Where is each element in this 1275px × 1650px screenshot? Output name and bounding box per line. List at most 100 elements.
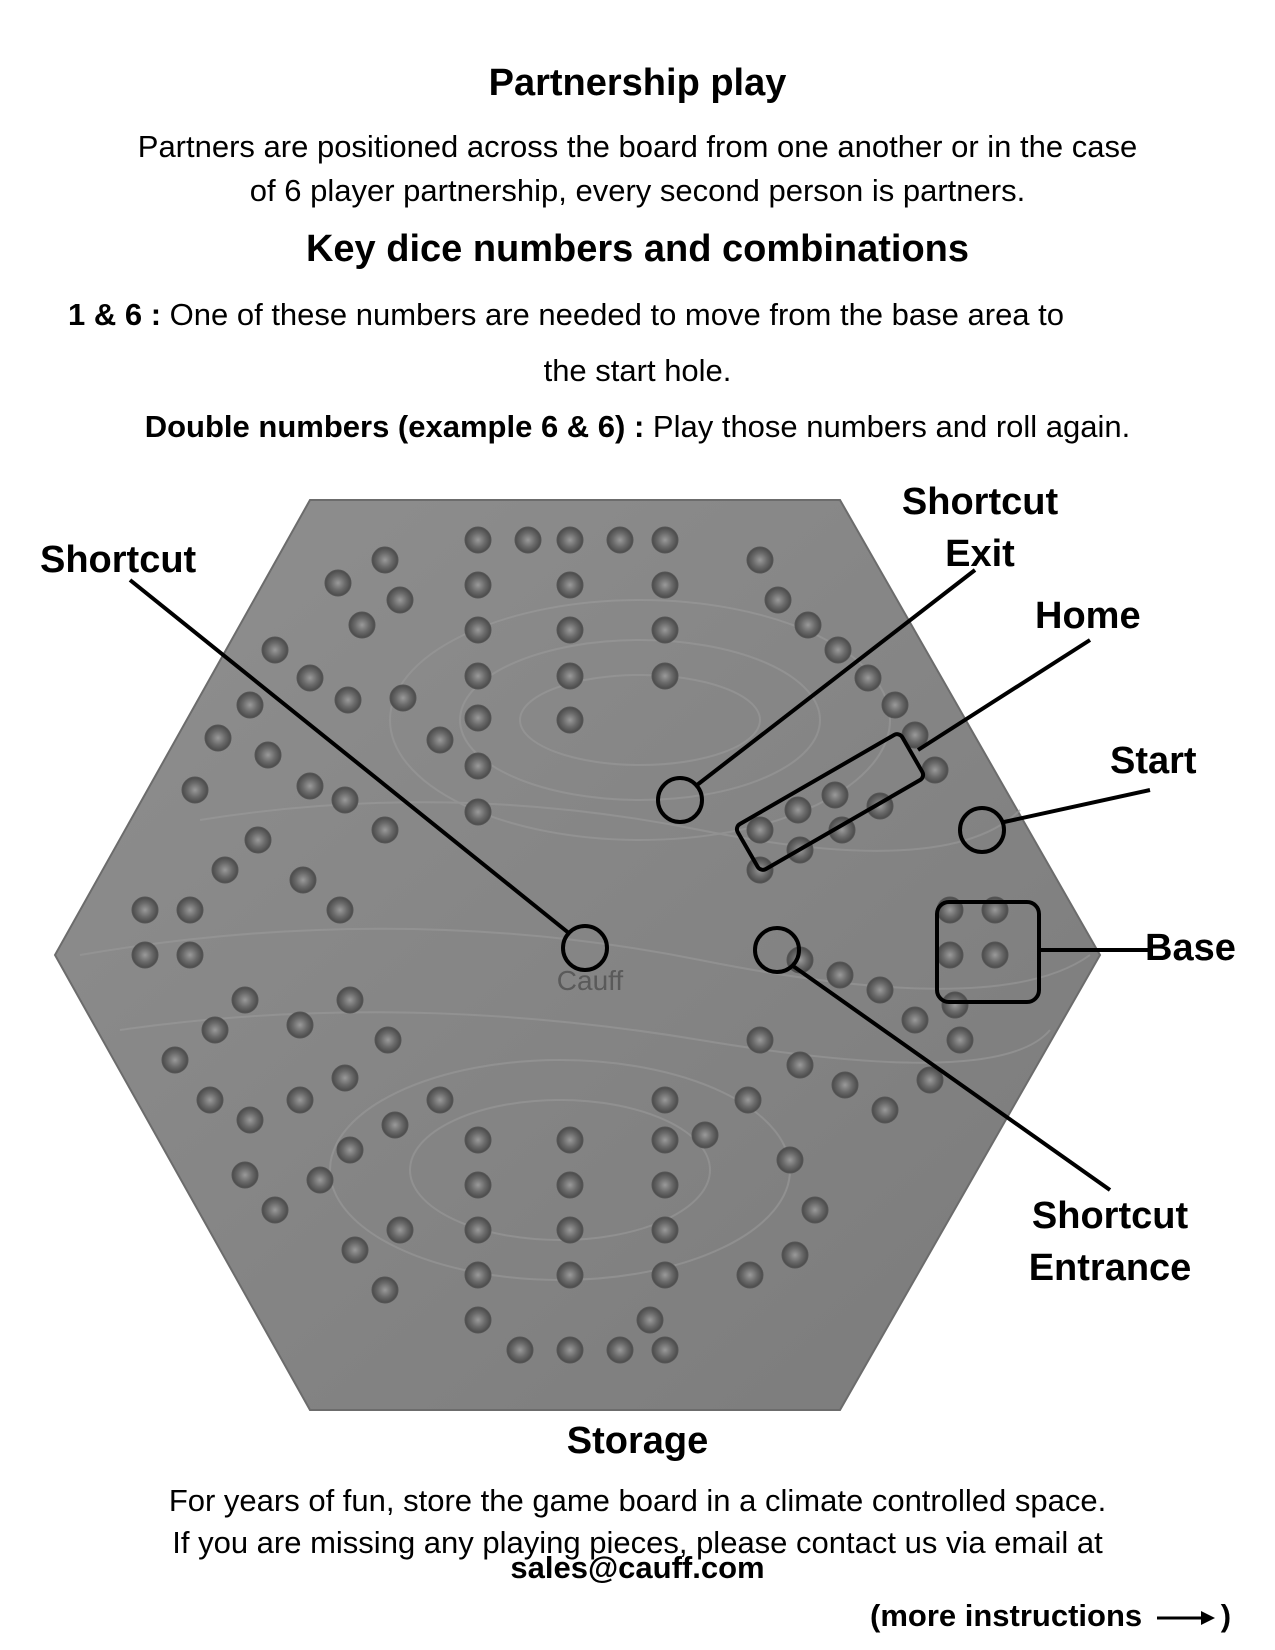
board-hole bbox=[236, 691, 264, 719]
board-hole bbox=[296, 772, 324, 800]
board-hole bbox=[921, 756, 949, 784]
board-hole bbox=[916, 1066, 944, 1094]
board-hole bbox=[854, 664, 882, 692]
board-hole bbox=[506, 1336, 534, 1364]
board-hole bbox=[426, 726, 454, 754]
board-hole bbox=[831, 1071, 859, 1099]
board-hole bbox=[736, 1261, 764, 1289]
board-holes bbox=[131, 526, 1009, 1364]
board-hole bbox=[389, 684, 417, 712]
contact-email[interactable]: sales@cauff.com bbox=[510, 1550, 765, 1585]
dice-rule-1-key: 1 & 6 : bbox=[68, 297, 162, 332]
board-hole bbox=[386, 1216, 414, 1244]
board-hole bbox=[651, 1336, 679, 1364]
more-instructions-link[interactable]: (more instructions ) bbox=[870, 1598, 1231, 1634]
dice-rule-1-continued: the start hole. bbox=[543, 353, 732, 388]
board-hole bbox=[261, 1196, 289, 1224]
board-hole bbox=[296, 664, 324, 692]
storage-line-1: For years of fun, store the game board i… bbox=[168, 1483, 1107, 1518]
home-marker bbox=[734, 732, 926, 872]
board-hole bbox=[764, 586, 792, 614]
dice-title: Key dice numbers and combinations bbox=[305, 228, 970, 270]
board-hole bbox=[746, 816, 774, 844]
shortcut-entrance-marker bbox=[753, 926, 801, 974]
label-shortcut-exit-line-2: Exit bbox=[945, 533, 1015, 575]
arrow-right-icon bbox=[1156, 1610, 1215, 1625]
board-hole bbox=[746, 1026, 774, 1054]
shortcut-leader bbox=[128, 578, 572, 936]
board-hole bbox=[746, 546, 774, 574]
board-hole bbox=[946, 1026, 974, 1054]
label-start: Start bbox=[1110, 740, 1197, 782]
board-hole bbox=[176, 941, 204, 969]
dice-rule-1-text: One of these numbers are needed to move … bbox=[161, 297, 1065, 332]
board-hole bbox=[334, 686, 362, 714]
dice-rule-2: Double numbers (example 6 & 6) : Play th… bbox=[0, 404, 1275, 450]
dice-rule-2-text: Play those numbers and roll again. bbox=[644, 409, 1131, 444]
board-hole bbox=[371, 546, 399, 574]
board-hole bbox=[289, 866, 317, 894]
board-hole bbox=[464, 1171, 492, 1199]
board-hole bbox=[336, 986, 364, 1014]
label-shortcut-exit-line-1: Shortcut bbox=[901, 481, 1059, 523]
board-hole bbox=[326, 896, 354, 924]
board-hole bbox=[231, 986, 259, 1014]
board-hole bbox=[161, 1046, 189, 1074]
shortcut-marker bbox=[561, 924, 609, 972]
board-hole bbox=[464, 571, 492, 599]
board-hole bbox=[556, 1336, 584, 1364]
board-hole bbox=[801, 1196, 829, 1224]
board-hole bbox=[231, 1161, 259, 1189]
board-hole bbox=[781, 1241, 809, 1269]
shortcut-exit-leader bbox=[695, 568, 977, 787]
board-hole bbox=[331, 1064, 359, 1092]
board-hole bbox=[776, 1146, 804, 1174]
board-hole bbox=[386, 586, 414, 614]
board-hole bbox=[606, 1336, 634, 1364]
board-hole bbox=[324, 569, 352, 597]
board-hole bbox=[131, 941, 159, 969]
board-hole bbox=[651, 1216, 679, 1244]
dice-rule-2-key: Double numbers (example 6 & 6) : bbox=[144, 409, 645, 444]
storage-title: Storage bbox=[566, 1420, 709, 1462]
board-hole bbox=[204, 724, 232, 752]
board-hole bbox=[371, 1276, 399, 1304]
board-hole bbox=[651, 526, 679, 554]
board-hole bbox=[336, 1136, 364, 1164]
board-hole bbox=[426, 1086, 454, 1114]
board-hole bbox=[556, 662, 584, 690]
board-hole bbox=[244, 826, 272, 854]
board-hole bbox=[306, 1166, 334, 1194]
board-hole bbox=[556, 1171, 584, 1199]
board-hole bbox=[556, 706, 584, 734]
board-hole bbox=[464, 662, 492, 690]
home-leader bbox=[916, 638, 1092, 752]
shortcut-entrance-leader bbox=[791, 964, 1112, 1192]
label-home: Home bbox=[1035, 595, 1141, 637]
board-hole bbox=[464, 1261, 492, 1289]
dice-rule-1: 1 & 6 : One of these numbers are needed … bbox=[68, 292, 1218, 338]
board-hole bbox=[691, 1121, 719, 1149]
board-hole bbox=[464, 798, 492, 826]
board-hole bbox=[201, 1016, 229, 1044]
label-base: Base bbox=[1145, 927, 1236, 969]
board-hole bbox=[651, 616, 679, 644]
board-hole bbox=[606, 526, 634, 554]
board-hole bbox=[651, 1261, 679, 1289]
board-hole bbox=[556, 616, 584, 644]
board-hole bbox=[464, 1126, 492, 1154]
board-hole bbox=[821, 781, 849, 809]
board-hole bbox=[936, 941, 964, 969]
board-hole bbox=[381, 1111, 409, 1139]
partnership-line-1: Partners are positioned across the board… bbox=[137, 129, 1138, 164]
board-hole bbox=[636, 1306, 664, 1334]
board-hole bbox=[784, 796, 812, 824]
board-hole bbox=[734, 1086, 762, 1114]
board-hole bbox=[236, 1106, 264, 1134]
board-hole bbox=[651, 571, 679, 599]
board-hole bbox=[286, 1086, 314, 1114]
label-shortcut: Shortcut bbox=[40, 539, 197, 581]
board-hole bbox=[556, 1261, 584, 1289]
board-hole bbox=[464, 1216, 492, 1244]
